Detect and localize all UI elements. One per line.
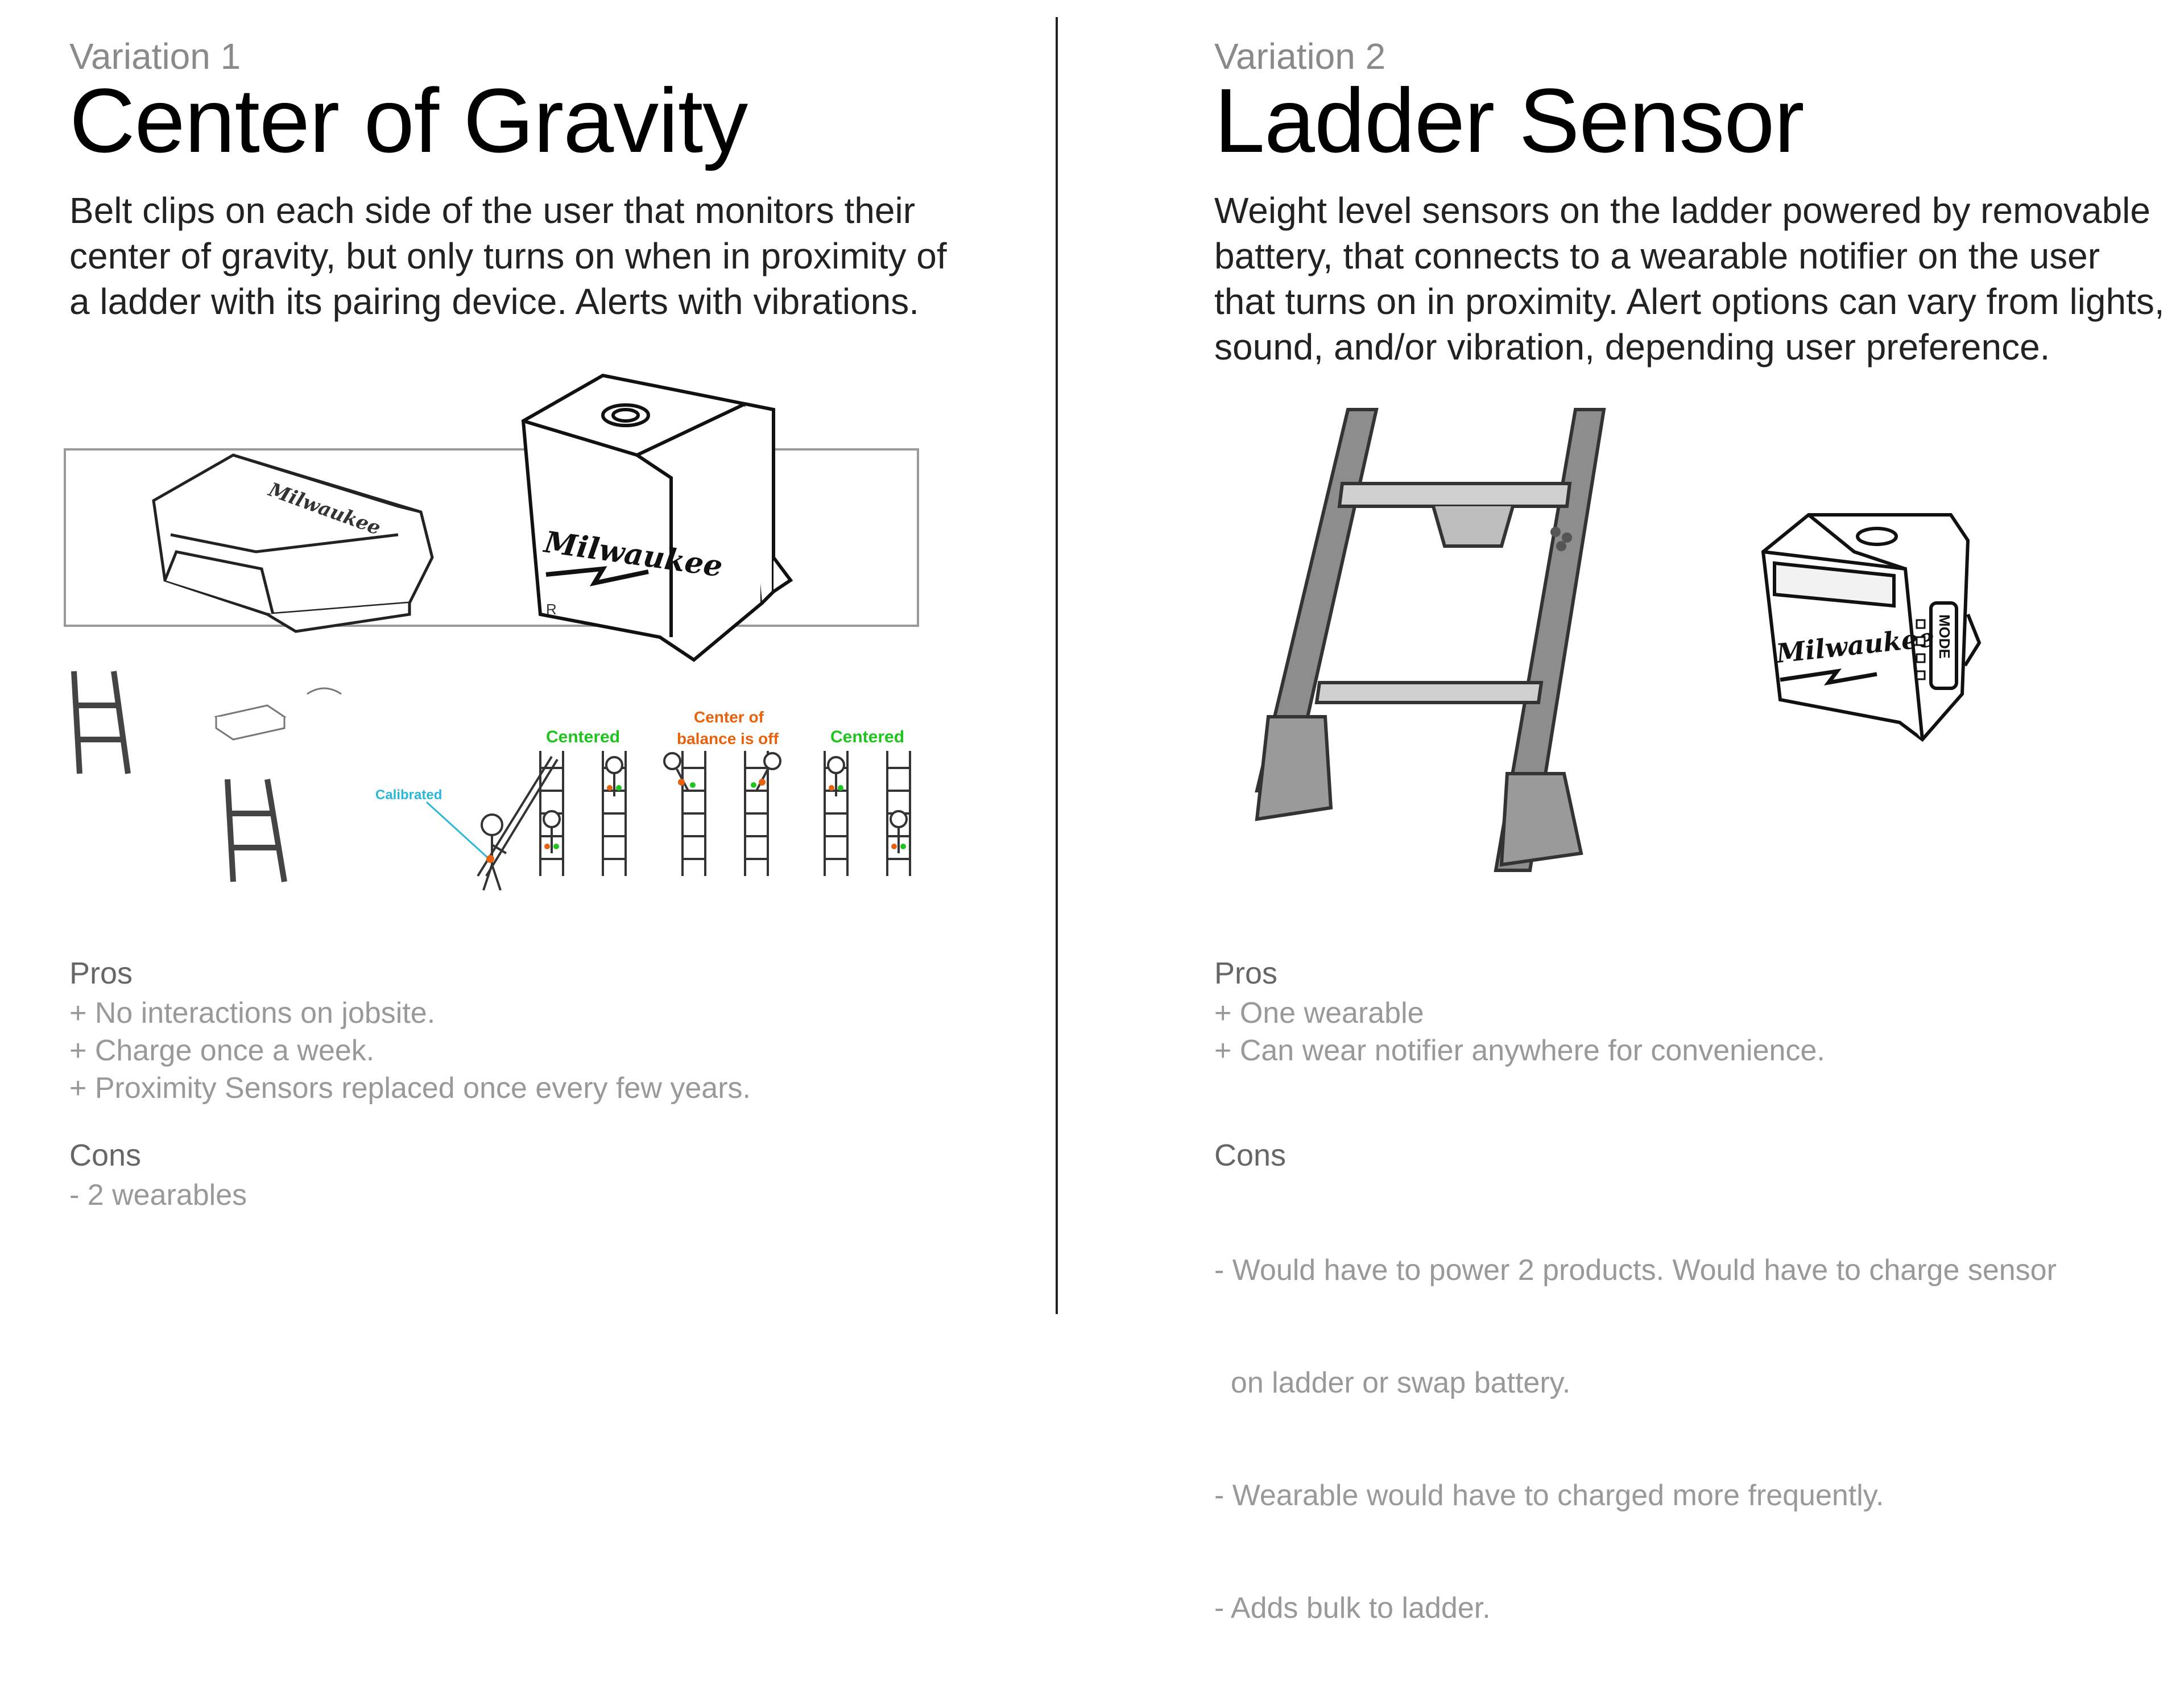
pros-item: + One wearable (1214, 997, 1424, 1030)
description-line: sound, and/or vibration, depending user … (1214, 327, 2050, 367)
small-ladder-2 (225, 779, 287, 882)
cons-heading: Cons (1214, 1138, 1287, 1172)
off-balance-label-line1: Center of (694, 708, 764, 726)
sensor-buttons-icon (1550, 527, 1572, 551)
ladder-pair-centered-1 (539, 751, 627, 876)
wearable-notifier (1761, 513, 1982, 742)
variation-label: Variation 2 (1214, 36, 1386, 77)
small-ladder-1 (71, 671, 131, 774)
pros-item: + Charge once a week. (69, 1034, 375, 1067)
center-of-gravity-illustration: Milwaukee Milwaukee R (64, 373, 919, 891)
description-line: battery, that connects to a wearable not… (1214, 236, 2100, 276)
cons-list: - Would have to power 2 products. Would … (1214, 1176, 2057, 1702)
centered-label-2: Centered (830, 728, 904, 746)
centered-label-1: Centered (546, 728, 620, 746)
variation-title: Ladder Sensor (1214, 69, 1805, 171)
description-line: center of gravity, but only turns on whe… (69, 236, 947, 276)
variation-title: Center of Gravity (69, 69, 748, 171)
description-line: that turns on in proximity. Alert option… (1214, 281, 2165, 322)
r-mark: R (546, 601, 557, 618)
pros-item: + Can wear notifier anywhere for conveni… (1214, 1034, 1825, 1067)
description-line: a ladder with its pairing device. Alerts… (69, 281, 920, 322)
lightning-bolt-icon (1780, 668, 1877, 685)
pros-heading: Pros (69, 956, 133, 990)
ladder-pair-off-balance (663, 751, 781, 876)
pros-item: + Proximity Sensors replaced once every … (69, 1072, 751, 1105)
variation-1-panel: Variation 1 Center of Gravity Belt clips… (69, 0, 1036, 1331)
sensor-dots (544, 779, 906, 849)
calibrated-pointer (425, 801, 490, 860)
cons-item: - Adds bulk to ladder. (1214, 1592, 1491, 1625)
pros-list: + No interactions on jobsite. + Charge o… (69, 994, 751, 1107)
column-divider (1056, 17, 1058, 1314)
variation-description: Belt clips on each side of the user that… (69, 188, 1036, 324)
ladder-sensor-illustration: Milwaukee MODE (1255, 408, 1982, 872)
description-line: Weight level sensors on the ladder power… (1214, 190, 2150, 231)
device-lying-flat (152, 453, 434, 633)
pros-heading: Pros (1214, 956, 1278, 990)
pros-item: + No interactions on jobsite. (69, 997, 436, 1030)
device-upright (521, 373, 793, 662)
lightning-bolt-icon (545, 566, 649, 586)
variation-description: Weight level sensors on the ladder power… (1214, 188, 2170, 370)
cons-item: - Would have to power 2 products. Would … (1214, 1254, 2057, 1287)
ladder (1255, 408, 1606, 872)
cons-list: - 2 wearables (69, 1176, 247, 1214)
cons-item: on ladder or swap battery. (1214, 1366, 1571, 1399)
description-line: Belt clips on each side of the user that… (69, 190, 915, 231)
indicator-lights-icon (1916, 619, 1926, 680)
sensor-dot (486, 855, 494, 863)
ladder-pair-centered-2 (824, 751, 911, 876)
cons-heading: Cons (69, 1138, 142, 1172)
calibrated-label: Calibrated (375, 787, 442, 803)
mode-button-label: MODE (1936, 614, 1953, 659)
pros-list: + One wearable + Can wear notifier anywh… (1214, 994, 1825, 1069)
variation-label: Variation 1 (69, 36, 241, 77)
cons-item: - 2 wearables (69, 1179, 247, 1212)
cons-item: - Wearable would have to charged more fr… (1214, 1479, 1884, 1512)
off-balance-label-line2: balance is off (677, 730, 779, 747)
sensor-sketch (214, 687, 342, 741)
